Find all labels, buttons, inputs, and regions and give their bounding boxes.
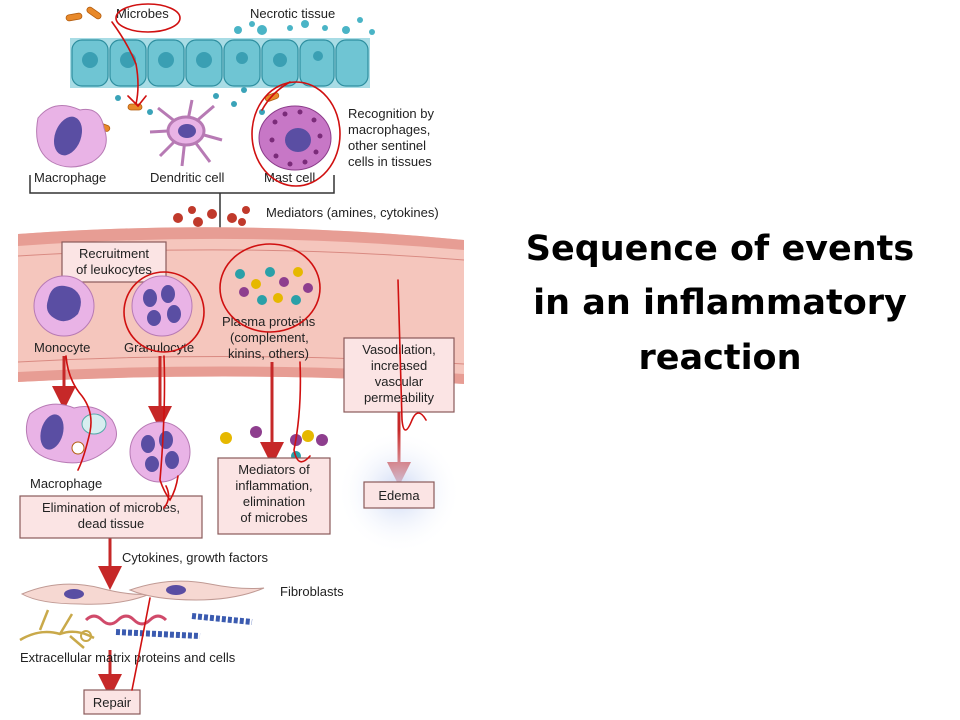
label-mediators: Mediators (amines, cytokines) bbox=[266, 205, 439, 220]
mediator-proteins-icon bbox=[220, 426, 328, 461]
svg-text:elimination: elimination bbox=[243, 494, 305, 509]
label-macrophage-bottom: Macrophage bbox=[30, 476, 102, 491]
box-edema: Edema bbox=[363, 481, 435, 509]
hand-annotations bbox=[65, 3, 427, 691]
monocyte-cell-icon bbox=[33, 275, 95, 337]
svg-text:macrophages,: macrophages, bbox=[348, 122, 430, 137]
svg-text:vascular: vascular bbox=[375, 374, 424, 389]
svg-text:Elimination of microbes,: Elimination of microbes, bbox=[42, 500, 180, 515]
mediators-dots-icon bbox=[173, 206, 250, 227]
svg-text:of microbes: of microbes bbox=[240, 510, 308, 525]
svg-text:cells in tissues: cells in tissues bbox=[348, 154, 432, 169]
dendritic-cell-icon bbox=[149, 99, 223, 167]
label-fibroblasts: Fibroblasts bbox=[280, 584, 344, 599]
granulocyte-cell-icon bbox=[131, 275, 193, 337]
label-macrophage-top: Macrophage bbox=[34, 170, 106, 185]
label-monocyte: Monocyte bbox=[34, 340, 90, 355]
slide-title-line-2: in an inflammatory bbox=[533, 283, 907, 324]
svg-text:Plasma proteins: Plasma proteins bbox=[222, 314, 316, 329]
ecm-icon bbox=[19, 609, 253, 649]
box-recruitment: Recruitment of leukocytes bbox=[61, 241, 167, 283]
slide-title: Sequence of events in an inflammatory re… bbox=[500, 222, 940, 385]
svg-text:Recruitment: Recruitment bbox=[79, 246, 149, 261]
label-plasma-proteins: Plasma proteins (complement, kinins, oth… bbox=[222, 314, 316, 361]
plasma-proteins-icon bbox=[235, 267, 313, 305]
svg-text:inflammation,: inflammation, bbox=[235, 478, 312, 493]
svg-text:Vasodilation,: Vasodilation, bbox=[362, 342, 435, 357]
mast-cell-icon bbox=[258, 105, 332, 171]
box-elimination: Elimination of microbes, dead tissue bbox=[19, 495, 203, 539]
inflammation-diagram: Microbes Necrotic tissue Macrophage bbox=[17, 3, 465, 715]
label-recognition: Recognition by macrophages, other sentin… bbox=[348, 106, 434, 169]
svg-text:Mediators of: Mediators of bbox=[238, 462, 310, 477]
sentinel-bracket bbox=[29, 175, 335, 194]
macrophage-cell-icon bbox=[36, 105, 107, 168]
svg-text:Repair: Repair bbox=[93, 695, 132, 710]
box-repair: Repair bbox=[83, 689, 141, 715]
svg-text:of leukocytes: of leukocytes bbox=[76, 262, 152, 277]
label-dendritic-cell: Dendritic cell bbox=[150, 170, 225, 185]
svg-text:kinins, others): kinins, others) bbox=[228, 346, 309, 361]
epithelium-layer bbox=[70, 17, 375, 88]
svg-text:dead tissue: dead tissue bbox=[78, 516, 145, 531]
macrophage-phagocytosis-icon bbox=[25, 403, 117, 464]
slide-title-line-1: Sequence of events bbox=[525, 229, 915, 269]
svg-text:(complement,: (complement, bbox=[230, 330, 309, 345]
label-cytokines-growth: Cytokines, growth factors bbox=[122, 550, 268, 565]
svg-text:other sentinel: other sentinel bbox=[348, 138, 426, 153]
label-microbes: Microbes bbox=[116, 6, 169, 21]
svg-text:permeability: permeability bbox=[364, 390, 435, 405]
svg-text:Recognition by: Recognition by bbox=[348, 106, 434, 121]
fibroblasts-icon bbox=[20, 580, 265, 605]
svg-text:Edema: Edema bbox=[378, 488, 420, 503]
box-vasodilation: Vasodilation, increased vascular permeab… bbox=[343, 337, 455, 413]
slide-title-line-3: reaction bbox=[638, 337, 802, 378]
box-mediators-inflammation: Mediators of inflammation, elimination o… bbox=[217, 457, 331, 535]
label-ecm: Extracellular matrix proteins and cells bbox=[20, 650, 236, 665]
label-granulocyte: Granulocyte bbox=[124, 340, 194, 355]
label-necrotic-tissue: Necrotic tissue bbox=[250, 6, 335, 21]
svg-text:increased: increased bbox=[371, 358, 427, 373]
